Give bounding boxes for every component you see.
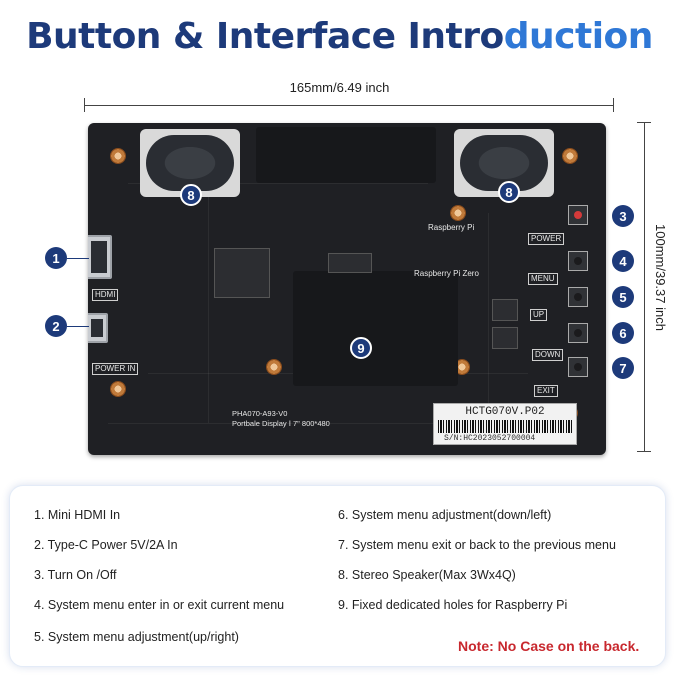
mounting-screw (110, 148, 126, 164)
hdmi-label: HDMI (92, 289, 119, 301)
legend-item: 5. System menu adjustment(up/right) (34, 630, 239, 644)
raspberry-pi-zero-label: Raspberry Pi Zero (414, 269, 479, 278)
mounting-screw (110, 381, 126, 397)
legend-item: 1. Mini HDMI In (34, 508, 121, 522)
exit-button[interactable] (568, 357, 588, 377)
marker-2: 2 (45, 315, 67, 337)
up-label: UP (530, 309, 548, 321)
leader-line-2 (67, 326, 89, 327)
menu-button[interactable] (568, 251, 588, 271)
circuit-board: HDMI POWER IN POWER MENU UP DOWN EXIT Ra… (88, 123, 606, 455)
legend-item: 8. Stereo Speaker(Max 3Wx4Q) (338, 568, 516, 582)
marker-9: 9 (350, 337, 372, 359)
serial-code: HCTG070V.P02 (465, 406, 545, 418)
leader-line-1 (67, 258, 89, 259)
serial-number: S/N:HC2023052700004 (444, 434, 536, 443)
mini-hdmi-port (88, 235, 112, 279)
height-dimension-line (637, 122, 651, 452)
legend-panel: 1. Mini HDMI In 2. Type-C Power 5V/2A In… (9, 485, 666, 667)
barcode (438, 420, 574, 433)
power-in-label: POWER IN (92, 363, 139, 375)
legend-item: 3. Turn On /Off (34, 568, 117, 582)
marker-8-right: 8 (498, 181, 520, 203)
title-part-1: Button & Interface Intro (26, 16, 504, 57)
power-label: POWER (528, 233, 565, 245)
legend-item: 9. Fixed dedicated holes for Raspberry P… (338, 598, 568, 612)
marker-4: 4 (612, 250, 634, 272)
legend-item: 7. System menu exit or back to the previ… (338, 538, 616, 552)
serial-sticker: HCTG070V.P02 S/N:HC2023052700004 (433, 403, 577, 445)
width-dimension-line (84, 98, 614, 112)
exit-label: EXIT (534, 385, 558, 397)
marker-7: 7 (612, 357, 634, 379)
type-c-port (88, 313, 108, 343)
mounting-screw (454, 359, 470, 375)
marker-3: 3 (612, 205, 634, 227)
tape-top (256, 127, 436, 183)
menu-label: MENU (528, 273, 558, 285)
power-button[interactable] (568, 205, 588, 225)
marker-8-left: 8 (180, 184, 202, 206)
display-text: Portbale Display Ⅰ 7" 800*480 (232, 419, 330, 428)
down-button[interactable] (568, 323, 588, 343)
down-label: DOWN (532, 349, 564, 361)
tape-center (293, 271, 458, 386)
small-chip (492, 299, 518, 321)
mounting-screw (266, 359, 282, 375)
height-dimension-label: 100mm/39.37 inch (653, 224, 668, 331)
small-chip (492, 327, 518, 349)
width-dimension-label: 165mm/6.49 inch (289, 80, 390, 95)
legend-item: 2. Type-C Power 5V/2A In (34, 538, 178, 552)
mounting-screw (450, 205, 466, 221)
page-title: Button & Interface Introduction (0, 16, 679, 57)
marker-1: 1 (45, 247, 67, 269)
no-case-note: Note: No Case on the back. (458, 638, 640, 654)
marker-5: 5 (612, 286, 634, 308)
raspberry-pi-label: Raspberry Pi (428, 223, 475, 232)
up-button[interactable] (568, 287, 588, 307)
main-chip (214, 248, 270, 298)
model-text: PHA070-A93-V0 (232, 409, 288, 418)
legend-item: 6. System menu adjustment(down/left) (338, 508, 552, 522)
legend-item: 4. System menu enter in or exit current … (34, 598, 285, 612)
title-part-2: duction (503, 16, 654, 57)
secondary-chip (328, 253, 372, 273)
marker-6: 6 (612, 322, 634, 344)
mounting-screw (562, 148, 578, 164)
